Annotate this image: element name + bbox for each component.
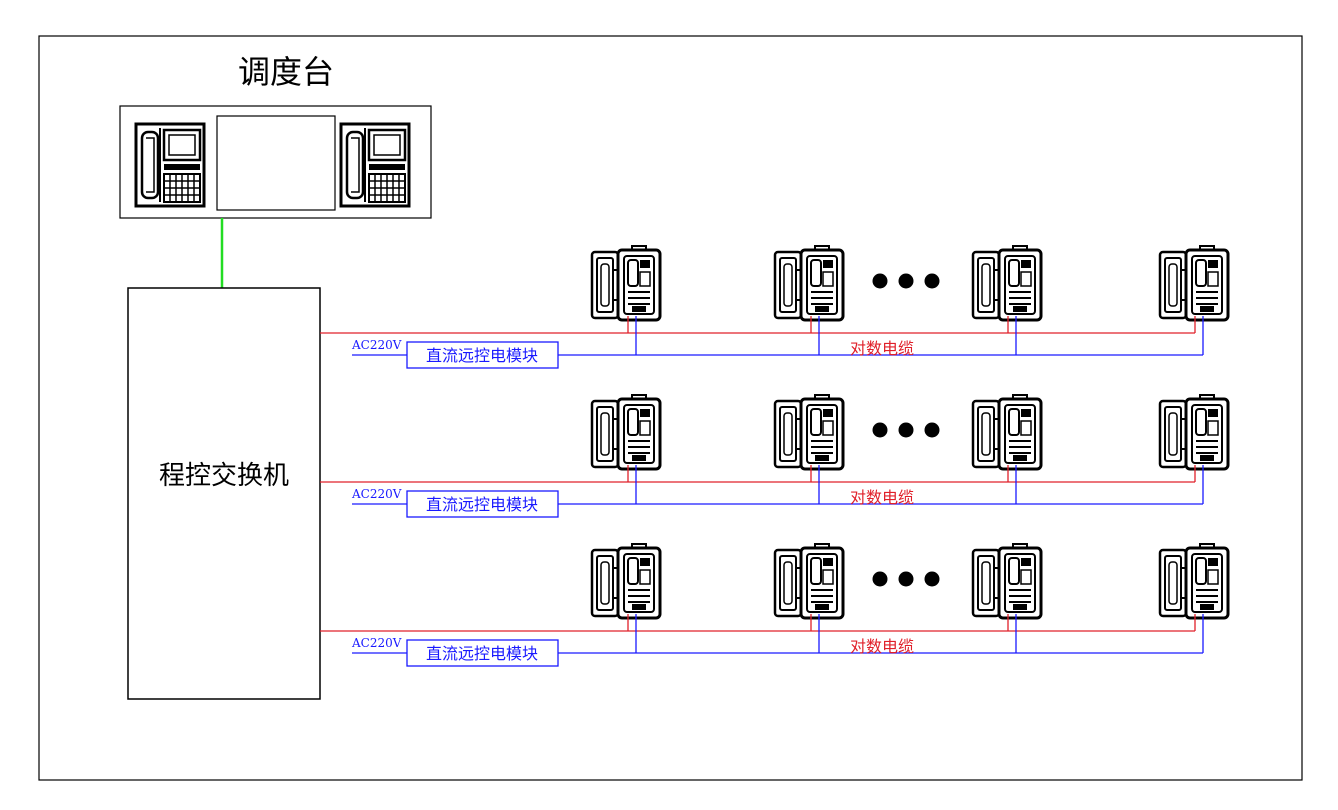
ellipsis-dots-icon (872, 273, 888, 289)
ellipsis-dots-icon (924, 422, 940, 438)
console-title: 调度台 (238, 53, 334, 91)
ac-label: AC220V (351, 487, 402, 501)
desk-telephone-icon (134, 122, 206, 208)
explosion-proof-telephone-icon (971, 542, 1043, 620)
monitor-screen-icon (216, 115, 336, 211)
cable-label: 对数电缆 (850, 637, 914, 656)
ellipsis-dots-icon (898, 422, 914, 438)
power-module-box (406, 639, 559, 667)
ellipsis-dots-icon (924, 273, 940, 289)
power-module-box (406, 341, 559, 369)
switch-label: 程控交换机 (159, 461, 289, 491)
explosion-proof-telephone-icon (773, 393, 845, 471)
ellipsis-dots-icon (898, 273, 914, 289)
ellipsis-dots-icon (924, 571, 940, 587)
explosion-proof-telephone-icon (590, 244, 662, 322)
explosion-proof-telephone-icon (590, 393, 662, 471)
explosion-proof-telephone-icon (1158, 542, 1230, 620)
explosion-proof-telephone-icon (590, 542, 662, 620)
explosion-proof-telephone-icon (971, 244, 1043, 322)
ellipsis-dots-icon (872, 571, 888, 587)
power-module-label: 直流远控电模块 (426, 346, 538, 365)
switch-box (127, 287, 321, 700)
explosion-proof-telephone-icon (773, 244, 845, 322)
cable-label: 对数电缆 (850, 488, 914, 507)
explosion-proof-telephone-icon (1158, 393, 1230, 471)
outer-frame (38, 35, 1303, 781)
power-module-label: 直流远控电模块 (426, 495, 538, 514)
power-module-box (406, 490, 559, 518)
cable-label: 对数电缆 (850, 339, 914, 358)
explosion-proof-telephone-icon (971, 393, 1043, 471)
desk-telephone-icon (339, 122, 411, 208)
explosion-proof-telephone-icon (1158, 244, 1230, 322)
trunk-rows: AC220V直流远控电模块对数电缆AC220V直流远控电模块对数电缆AC220V… (320, 244, 1230, 667)
ellipsis-dots-icon (872, 422, 888, 438)
ac-label: AC220V (351, 636, 402, 650)
ellipsis-dots-icon (898, 571, 914, 587)
power-module-label: 直流远控电模块 (426, 644, 538, 663)
explosion-proof-telephone-icon (773, 542, 845, 620)
ac-label: AC220V (351, 338, 402, 352)
